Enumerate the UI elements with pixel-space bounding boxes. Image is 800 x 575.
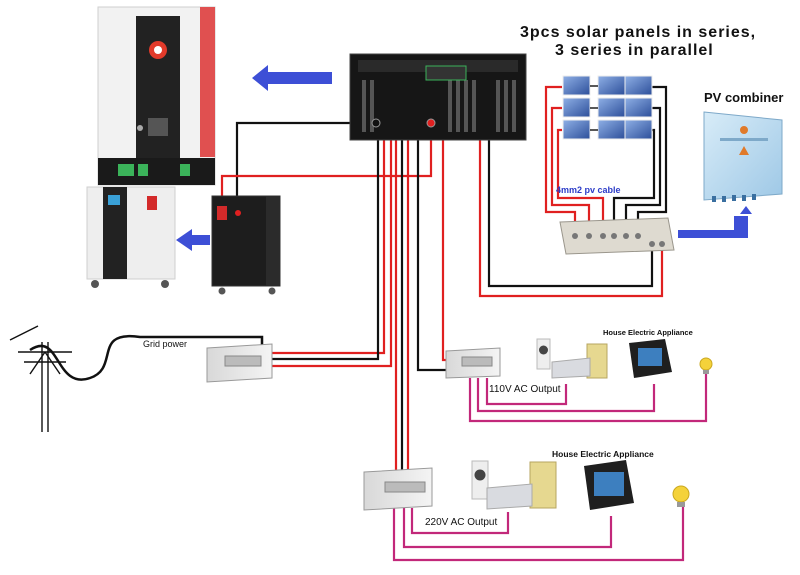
pv-combiner-box-icon [703, 111, 783, 202]
solar-array [562, 75, 653, 140]
load-220-wire-1 [410, 508, 510, 535]
grid-wire-red-2 [272, 80, 393, 368]
appliance-label-220: House Electric Appliance [552, 449, 654, 459]
pv-string-3-neg [612, 128, 656, 232]
ac-110-out-black [416, 80, 448, 372]
grid-wire-red-1 [272, 80, 386, 355]
grid-wire-black [272, 123, 380, 361]
pv-combiner-label: PV combiner [704, 90, 784, 105]
load-110-wire-1 [485, 378, 568, 406]
arrow-right-combiner [678, 216, 748, 238]
rack-inverter-icon [349, 53, 527, 141]
battery-positive-wire [220, 123, 433, 208]
load-220-wire-3 [392, 506, 685, 562]
appliance-label-110: House Electric Appliance [603, 328, 693, 337]
distribution-box-grid-icon [206, 343, 273, 383]
pv-string-2-neg [624, 106, 662, 232]
stereo-unit-icon [486, 483, 533, 510]
lithium-battery-cabinet-icon [86, 186, 176, 288]
load-110-wire-2 [476, 378, 656, 413]
pv-negative-to-inverter [487, 70, 654, 288]
load-110-wire-3 [468, 372, 708, 423]
output-110v-label: 110V AC Output [489, 384, 561, 395]
distribution-box-220-icon [363, 467, 433, 511]
hybrid-inverter-icon [97, 6, 216, 186]
pv-string-1-pos [544, 85, 577, 232]
distribution-box-110-icon [445, 347, 501, 379]
speaker-icon [536, 338, 608, 379]
stereo-unit-icon [551, 357, 591, 379]
title-line-1: 3pcs solar panels in series, [520, 24, 757, 41]
arrow-left-battery [176, 229, 210, 251]
utility-pole-icon [9, 325, 72, 432]
crt-monitor-icon [584, 460, 634, 510]
flow-arrows [176, 65, 752, 251]
ac-110-out-red [441, 123, 448, 362]
title-line-2: 3 series in parallel [555, 42, 714, 59]
grid-overhead-line [29, 334, 264, 381]
pv-positive-to-inverter [478, 70, 664, 298]
output-220v-label: 220V AC Output [425, 517, 498, 528]
arrow-left-top [252, 65, 332, 91]
grid-power-label: Grid power [143, 339, 188, 349]
wiring [29, 70, 708, 562]
battery-cabinet-icon [211, 195, 281, 295]
junction-box-icon [559, 217, 675, 255]
pv-string-2-pos [550, 106, 591, 232]
light-bulb-icon [699, 357, 713, 374]
light-bulb-icon [672, 485, 690, 507]
solar-panel-icon [562, 75, 653, 140]
load-220-wire-2 [402, 508, 613, 549]
crt-monitor-icon [629, 339, 672, 378]
pv-cable-label: 4mm2 pv cable [556, 185, 621, 195]
pv-string-3-pos [556, 128, 605, 232]
